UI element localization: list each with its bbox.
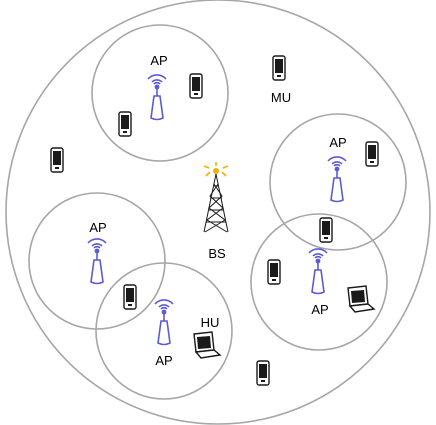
phone-icon bbox=[256, 360, 270, 386]
small-cell-boundary bbox=[95, 262, 233, 400]
antenna-icon bbox=[308, 248, 328, 295]
small-cell-boundary bbox=[91, 24, 229, 162]
antenna-icon bbox=[327, 156, 347, 203]
phone-icon bbox=[50, 147, 64, 173]
antenna-icon bbox=[154, 299, 174, 346]
tower-icon bbox=[203, 162, 229, 233]
phone-icon bbox=[123, 284, 137, 310]
bs-label: BS bbox=[208, 246, 226, 261]
laptop-icon bbox=[193, 331, 221, 359]
antenna-icon bbox=[87, 238, 107, 285]
ap-label: AP bbox=[311, 302, 328, 317]
macro-cell-boundary bbox=[5, 0, 431, 425]
small-cell-boundary bbox=[269, 113, 407, 251]
ap-label: AP bbox=[155, 353, 172, 368]
phone-icon bbox=[189, 73, 203, 99]
phone-icon bbox=[319, 217, 333, 243]
ap-label: AP bbox=[89, 220, 106, 235]
phone-icon bbox=[267, 259, 281, 285]
antenna-icon bbox=[147, 74, 167, 121]
phone-icon bbox=[272, 55, 286, 81]
phone-icon bbox=[118, 111, 132, 137]
phone-icon bbox=[365, 141, 379, 167]
laptop-icon bbox=[347, 285, 375, 313]
small-cell-boundary bbox=[28, 192, 166, 330]
ap-label: AP bbox=[150, 53, 167, 68]
mu-label: MU bbox=[271, 90, 291, 105]
ap-label: AP bbox=[329, 135, 346, 150]
hu-label: HU bbox=[201, 315, 220, 330]
small-cell-boundary bbox=[250, 213, 388, 351]
